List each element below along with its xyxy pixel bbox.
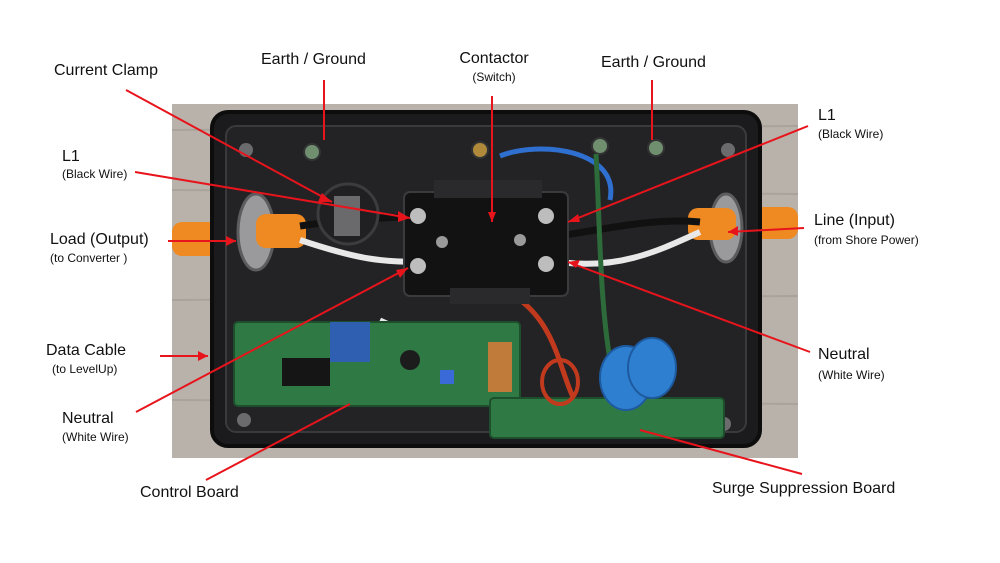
label-line-input-sub: (from Shore Power) xyxy=(814,233,919,247)
label-l1-right-sub: (Black Wire) xyxy=(818,127,884,141)
label-current-clamp: Current Clamp xyxy=(54,62,159,79)
surge-suppression-board xyxy=(489,397,725,439)
label-l1-left-sub: (Black Wire) xyxy=(62,167,128,181)
label-control-board: Control Board xyxy=(140,484,239,501)
label-data-cable: Data Cable xyxy=(46,342,127,359)
contactor-body xyxy=(403,191,569,297)
ground-screw-right xyxy=(591,137,609,155)
label-neutral-right-sub: (White Wire) xyxy=(818,368,885,382)
control-board xyxy=(233,321,521,407)
label-load-output-sub: (to Converter ) xyxy=(50,251,128,265)
label-load-output: Load (Output) xyxy=(50,231,149,248)
label-l1-right: L1 xyxy=(818,107,836,124)
label-earth-ground-left: Earth / Ground xyxy=(261,51,366,68)
label-contactor: Contactor xyxy=(459,50,529,67)
label-neutral-right: Neutral xyxy=(818,346,870,363)
label-line-input: Line (Input) xyxy=(814,212,895,229)
label-surge-suppression-board: Surge Suppression Board xyxy=(712,480,896,497)
label-contactor-sub: (Switch) xyxy=(472,70,516,84)
label-neutral-left-sub: (White Wire) xyxy=(62,430,129,444)
label-earth-ground-right: Earth / Ground xyxy=(601,54,706,71)
label-data-cable-sub: (to LevelUp) xyxy=(52,362,118,376)
label-l1-left: L1 xyxy=(62,148,80,165)
ground-screw-left xyxy=(303,143,321,161)
mov-2 xyxy=(627,337,677,399)
label-neutral-left: Neutral xyxy=(62,410,114,427)
